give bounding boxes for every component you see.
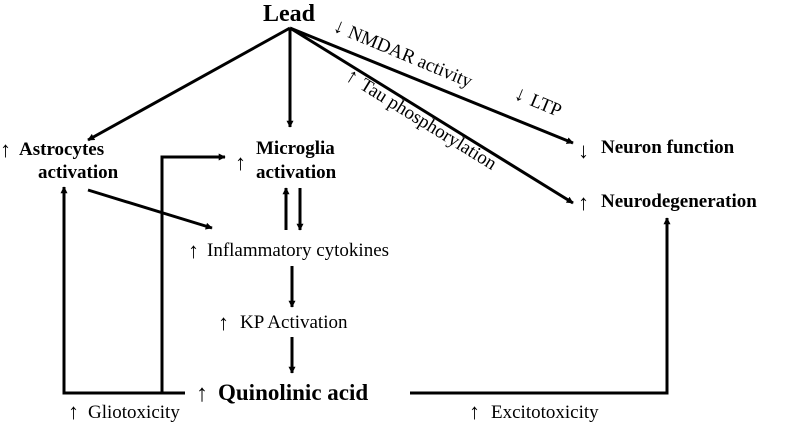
node-neurodegeneration: Neurodegeneration	[601, 191, 757, 212]
node-microglia-line2: activation	[256, 162, 337, 183]
arrow-gliotoxicity-to-astrocytes	[60, 186, 185, 395]
astrocytes-up-icon: ↑	[0, 137, 11, 162]
neuron-function-down-icon: ↓	[578, 138, 589, 163]
arrow-lead-to-neuron-function	[289, 26, 574, 145]
cytokines-up-icon: ↑	[188, 238, 199, 263]
kp-up-icon: ↑	[218, 310, 229, 335]
microglia-up-icon: ↑	[235, 150, 246, 175]
node-quinolinic-acid: Quinolinic acid	[218, 380, 368, 405]
node-neuron-function: Neuron function	[601, 137, 735, 158]
node-microglia-line1: Microglia	[256, 138, 335, 159]
excitotoxicity-up-icon: ↑	[469, 399, 480, 424]
neurodegeneration-up-icon: ↑	[578, 190, 589, 215]
label-ltp: LTP	[527, 90, 565, 122]
arrow-gliotoxicity-to-microglia	[160, 153, 226, 393]
node-kp-activation: KP Activation	[240, 312, 348, 333]
node-astrocytes-line2: activation	[38, 162, 119, 183]
arrow-lead-to-astrocytes	[87, 26, 291, 142]
label-gliotoxicity: Gliotoxicity	[88, 402, 180, 423]
nmdar-down-icon: ↓	[330, 13, 349, 39]
arrow-astrocytes-to-cytokines	[87, 188, 213, 230]
arrow-excitotoxicity-to-neurodegeneration	[410, 217, 671, 395]
node-astrocytes-line1: Astrocytes	[19, 139, 104, 160]
quinolinic-up-icon: ↑	[196, 381, 208, 407]
label-ltp-group: ↓ LTP	[511, 81, 565, 122]
node-lead: Lead	[263, 1, 316, 27]
connectors	[60, 26, 671, 395]
gliotoxicity-up-icon: ↑	[68, 399, 79, 424]
label-tau-phosphorylation: Tau phosphorylation	[356, 74, 501, 174]
ltp-down-icon: ↓	[511, 81, 530, 107]
arrow-lead-to-neurodegeneration	[289, 26, 574, 205]
label-excitotoxicity: Excitotoxicity	[491, 402, 599, 423]
label-tau-group: ↑ Tau phosphorylation	[342, 63, 501, 175]
node-inflammatory-cytokines: Inflammatory cytokines	[207, 240, 389, 261]
